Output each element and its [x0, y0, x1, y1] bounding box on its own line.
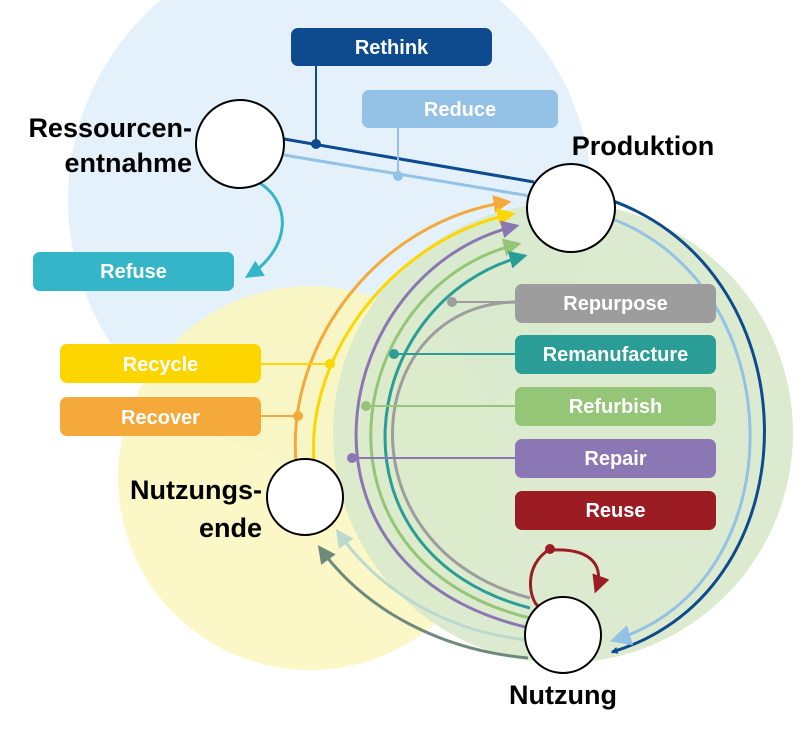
- reduce-loop-arrow: [597, 212, 752, 646]
- reduce-flow-line: [283, 153, 531, 198]
- refurbish-pill: Refurbish: [515, 387, 716, 426]
- repurpose-arc: [391, 300, 531, 600]
- repair-pill: Repair: [515, 439, 716, 478]
- end-of-use-arrow-light: [335, 529, 529, 642]
- rethink-flow-line: [283, 137, 535, 184]
- rethink-pill: Rethink: [291, 28, 492, 66]
- rethink-loop-arrow: [597, 194, 766, 654]
- nutzungsende-label-line2: ende: [199, 513, 262, 543]
- refurbish-dot: [361, 401, 371, 411]
- repair-label: Repair: [584, 448, 646, 470]
- nutzung-node: [524, 596, 602, 674]
- reduce-dot: [393, 171, 403, 181]
- nutzungsende-label-line1: Nutzungs-: [130, 475, 262, 505]
- recover-pill: Recover: [60, 397, 261, 436]
- repurpose-label: Repurpose: [563, 293, 667, 315]
- nutzung-label: Nutzung: [509, 680, 617, 710]
- recycle-pill: Recycle: [60, 344, 261, 383]
- ressourcenentnahme-label-line2: entnahme: [64, 148, 192, 178]
- refurbish-label: Refurbish: [569, 396, 662, 418]
- rethink-label: Rethink: [355, 37, 429, 59]
- repair-dot: [347, 453, 357, 463]
- reuse-loop-left: [528, 547, 551, 608]
- reduce-pill: Reduce: [362, 90, 558, 128]
- remanufacture-dot: [389, 349, 399, 359]
- refuse-arrow: [244, 180, 284, 278]
- ressourcenentnahme-label-line1: Ressourcen-: [28, 113, 192, 143]
- produktion-node: [526, 163, 616, 253]
- recycle-arc: [312, 208, 516, 463]
- repurpose-dot: [447, 297, 457, 307]
- remanufacture-label: Remanufacture: [543, 344, 689, 366]
- recover-dot: [293, 411, 303, 421]
- end-of-use-arrow-dark: [317, 545, 529, 660]
- reuse-loop-arrow: [551, 548, 610, 594]
- refurbish-arc: [369, 238, 531, 620]
- recover-label: Recover: [121, 407, 200, 429]
- recycle-dot: [325, 359, 335, 369]
- reuse-pill: Reuse: [515, 491, 716, 530]
- refuse-label: Refuse: [100, 261, 167, 283]
- produktion-label: Produktion: [572, 131, 715, 161]
- reuse-label: Reuse: [585, 500, 645, 522]
- repair-arc: [354, 220, 531, 630]
- ressourcenentnahme-node: [195, 99, 285, 189]
- remanufacture-arc: [383, 250, 531, 610]
- recycle-label: Recycle: [123, 354, 199, 376]
- reduce-label: Reduce: [424, 99, 496, 121]
- remanufacture-pill: Remanufacture: [515, 335, 716, 374]
- nutzungsende-node: [266, 458, 344, 536]
- refuse-pill: Refuse: [33, 252, 234, 291]
- rethink-dot: [311, 139, 321, 149]
- repurpose-pill: Repurpose: [515, 284, 716, 323]
